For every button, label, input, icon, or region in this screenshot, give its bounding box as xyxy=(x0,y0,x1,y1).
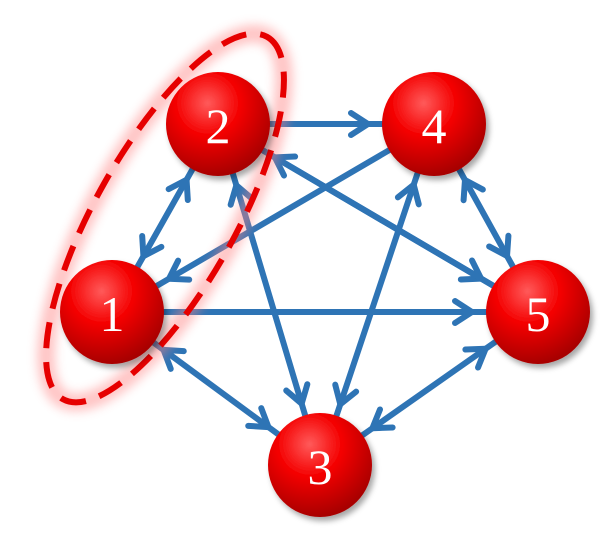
arrowhead-2-4 xyxy=(348,110,371,138)
arrowhead-5-3 xyxy=(369,406,396,432)
node-label-3: 3 xyxy=(308,439,333,495)
arrowhead-4-3 xyxy=(332,381,360,408)
arrowhead-1-3 xyxy=(245,405,272,431)
edge-1-3 xyxy=(147,337,285,440)
node-label-5: 5 xyxy=(526,286,551,342)
arrowhead-4-1 xyxy=(165,257,193,283)
node-circle-5 xyxy=(486,260,590,364)
arrowhead-4-5 xyxy=(486,232,512,259)
node-circle-3 xyxy=(268,413,372,517)
node-label-4: 4 xyxy=(422,98,447,154)
edge-line-3-5 xyxy=(356,336,502,441)
node-5: 5 xyxy=(486,260,590,364)
node-label-1: 1 xyxy=(100,286,125,342)
edge-1-5 xyxy=(157,298,493,326)
arrowhead-2-1 xyxy=(139,233,165,260)
edge-4-3 xyxy=(332,166,422,423)
node-circle-2 xyxy=(166,72,270,176)
arrowhead-5-4 xyxy=(460,177,486,204)
edge-3-5 xyxy=(356,336,502,441)
edge-line-5-2 xyxy=(256,145,500,291)
highlight-dashed-ellipse xyxy=(43,30,287,406)
arrowhead-3-4 xyxy=(394,181,422,208)
nodes-layer: 1 2 3 4 5 xyxy=(60,72,590,517)
edge-line-1-3 xyxy=(147,337,285,440)
edge-2-1 xyxy=(132,162,198,274)
node-label-2: 2 xyxy=(206,98,231,154)
highlight-layer xyxy=(37,24,293,412)
edge-line-4-1 xyxy=(150,145,396,291)
node-circle-4 xyxy=(382,72,486,176)
node-4: 4 xyxy=(382,72,486,176)
arrowhead-3-5 xyxy=(462,345,489,371)
node-circle-1 xyxy=(60,260,164,364)
node-1: 1 xyxy=(60,260,164,364)
node-2: 2 xyxy=(166,72,270,176)
arrowhead-1-5 xyxy=(452,298,475,326)
arrowhead-2-3 xyxy=(283,381,311,407)
arrowhead-1-2 xyxy=(165,176,191,203)
edge-line-4-3 xyxy=(332,166,422,423)
edge-4-1 xyxy=(150,145,396,291)
edge-4-5 xyxy=(454,163,518,273)
node-3: 3 xyxy=(268,413,372,517)
